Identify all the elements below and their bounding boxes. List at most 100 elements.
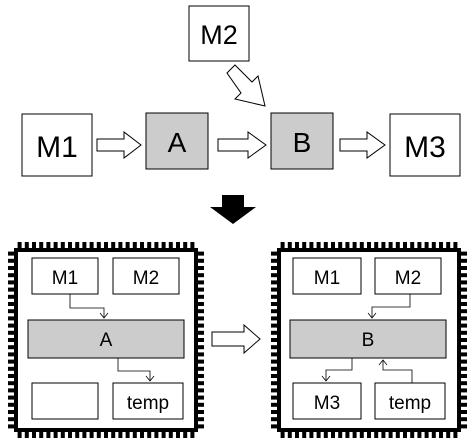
top-m1-label: M1 — [36, 131, 78, 164]
chip-right-connector-m2-b — [371, 294, 411, 318]
chip-pin — [8, 345, 16, 350]
chip-pin — [271, 402, 279, 407]
chip-pin — [8, 330, 16, 335]
chip-pin — [196, 417, 204, 422]
chip-pin — [82, 242, 87, 250]
chip-right-m1-label: M1 — [314, 268, 340, 289]
chip-pin — [459, 280, 467, 285]
chip-pin — [271, 323, 279, 328]
chip-pin — [459, 410, 467, 414]
chip-pin — [39, 242, 44, 250]
chip-left-m1-box — [31, 257, 99, 295]
chip-pin — [46, 242, 51, 250]
chip-pin — [60, 242, 65, 250]
chip-pin — [359, 242, 364, 250]
chip-pin — [271, 266, 279, 270]
chip-right-b-label: B — [362, 330, 375, 351]
chip-pin — [271, 345, 279, 350]
chip-pin — [271, 417, 279, 422]
chip-left-pins — [8, 242, 204, 438]
chip-pin — [111, 242, 116, 250]
chip-pin — [24, 430, 29, 438]
chip-pin — [46, 430, 51, 438]
chip-pin — [352, 430, 357, 438]
chip-pin — [75, 430, 80, 438]
top-m3-box — [389, 113, 461, 177]
chip-pin — [459, 330, 467, 335]
chip-pin — [424, 242, 429, 250]
chip-pin — [271, 330, 279, 335]
chip-left-a-label: A — [100, 330, 113, 351]
chip-pin — [8, 294, 16, 299]
chip-pin — [60, 430, 65, 438]
chip-pin — [271, 316, 279, 321]
chip-left-temp-box — [112, 382, 184, 420]
chip-pin — [287, 242, 292, 250]
chip-pin — [338, 430, 343, 438]
chip-pin — [196, 323, 204, 328]
chip-pin — [96, 430, 101, 438]
chip-pin — [388, 242, 393, 250]
chip-pin — [111, 430, 116, 438]
chip-pin — [459, 258, 467, 263]
chip-pin — [8, 251, 16, 256]
chip-right-m1-box — [292, 257, 362, 295]
chip-pin — [168, 430, 173, 438]
chip-right-arrowhead-m2-b — [367, 312, 377, 319]
top-m2-label: M2 — [200, 20, 238, 50]
chip-pin — [345, 430, 350, 438]
chip-pin — [352, 242, 357, 250]
chip-pin — [196, 316, 204, 321]
chip-pin — [271, 294, 279, 299]
chip-pin — [104, 430, 108, 438]
chip-pin — [8, 287, 16, 292]
chip-pin — [8, 381, 16, 386]
chip-pin — [196, 287, 204, 292]
chip-pin — [8, 352, 16, 357]
chip-pin — [410, 242, 415, 250]
chip-left: M1 M2 A temp — [8, 242, 204, 438]
chip-pin — [331, 242, 335, 250]
chip-pin — [8, 402, 16, 407]
chip-left-m1-label: M1 — [52, 268, 78, 289]
chip-pin — [8, 374, 16, 378]
chip-pin — [338, 242, 343, 250]
chip-pin — [280, 430, 285, 438]
top-flow: M1 A M2 B M3 — [21, 5, 461, 177]
chip-pin — [89, 430, 94, 438]
chip-right-temp-label: temp — [389, 393, 431, 414]
chip-pin — [395, 242, 400, 250]
top-b-label: B — [293, 127, 312, 158]
chip-pin — [381, 430, 386, 438]
chip-pin — [104, 242, 108, 250]
chip-pin — [271, 366, 279, 371]
top-a-label: A — [168, 127, 187, 158]
chip-pin — [459, 345, 467, 350]
chip-pin — [196, 410, 204, 414]
chip-pin — [8, 309, 16, 314]
chip-right-m3-box — [292, 382, 362, 420]
chip-pin — [8, 302, 16, 306]
chip-pin — [118, 242, 123, 250]
chip-pin — [8, 273, 16, 278]
chip-left-arrowhead-a-temp — [145, 375, 155, 382]
chip-pin — [446, 430, 451, 438]
chip-pin — [271, 258, 279, 263]
chip-pin — [271, 251, 279, 256]
chip-pin — [196, 352, 204, 357]
chip-pin — [8, 395, 16, 400]
chip-pin — [271, 352, 279, 357]
chip-pin — [459, 374, 467, 378]
chip-pin — [176, 242, 180, 250]
chip-pin — [446, 242, 451, 250]
chip-pin — [459, 251, 467, 256]
chip-pin — [359, 430, 364, 438]
chip-pin — [302, 430, 307, 438]
chip-pin — [459, 316, 467, 321]
chip-pin — [417, 430, 422, 438]
chip-pin — [183, 430, 188, 438]
chip-pin — [154, 242, 159, 250]
chip-pin — [431, 430, 436, 438]
chip-pin — [24, 242, 29, 250]
chip-pin — [403, 242, 407, 250]
